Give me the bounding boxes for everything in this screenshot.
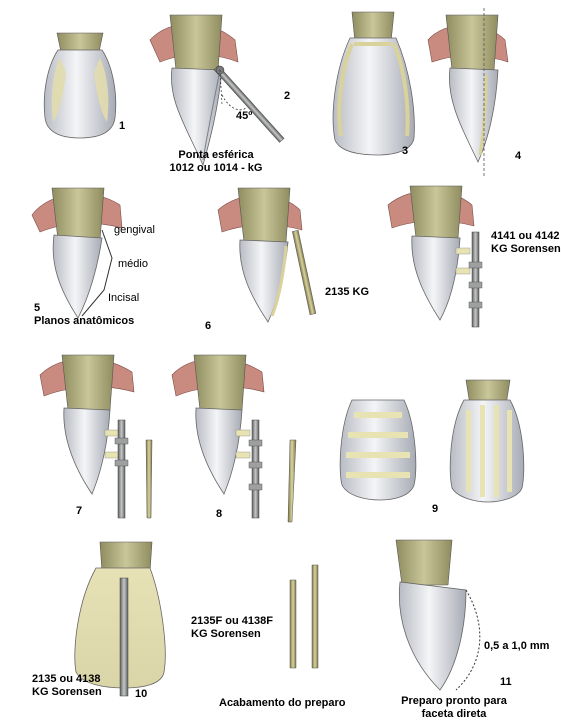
panel-11 bbox=[396, 540, 480, 690]
crown-lateral bbox=[449, 68, 498, 162]
panel-8 bbox=[172, 355, 296, 522]
bur-label-step-7-line2: KG Sorensen bbox=[491, 243, 561, 256]
bur-label-step-2-line2: 1012 ou 1014 - kG bbox=[146, 162, 286, 175]
plane-label-gingival: gengival bbox=[114, 224, 155, 237]
crown-frontal bbox=[333, 38, 414, 155]
bur-4141 bbox=[252, 420, 259, 518]
angle-label: 45º bbox=[236, 110, 252, 123]
crown-lateral bbox=[64, 408, 110, 494]
panel-3 bbox=[333, 12, 414, 155]
plane-label-incisal: Incisal bbox=[108, 292, 139, 305]
separate-bur bbox=[288, 440, 296, 522]
separate-bur bbox=[146, 440, 152, 518]
step-number-11: 11 bbox=[500, 676, 512, 689]
root bbox=[170, 15, 222, 70]
finishing-burs bbox=[290, 565, 318, 668]
step-number-5: 5 bbox=[34, 302, 40, 315]
final-caption-line1: Preparo pronto para bbox=[384, 695, 524, 708]
step-number-8: 8 bbox=[216, 508, 222, 521]
crown-lateral bbox=[53, 235, 102, 318]
planes-caption: Planos anatômicos bbox=[34, 315, 134, 328]
panel-1 bbox=[44, 33, 116, 138]
final-caption-line2: faceta direta bbox=[384, 708, 524, 721]
step-number-7: 7 bbox=[76, 505, 82, 518]
bur-2135 bbox=[292, 230, 316, 314]
panel-9 bbox=[340, 380, 524, 502]
finishing-bur-line1: 2135F ou 4138F bbox=[191, 615, 273, 628]
bur-label-step-10-line1: 2135 ou 4138 bbox=[32, 673, 101, 686]
bur-label-step-10-line2: KG Sorensen bbox=[32, 686, 102, 699]
root-stump bbox=[352, 12, 394, 42]
bur-4141 bbox=[118, 420, 125, 518]
root bbox=[410, 186, 462, 238]
panel-4 bbox=[428, 8, 508, 178]
step-number-10: 10 bbox=[135, 688, 147, 701]
crown-lateral bbox=[412, 236, 460, 320]
crown-vertical bbox=[450, 400, 524, 502]
step-number-1: 1 bbox=[119, 120, 125, 133]
root-stump bbox=[57, 33, 103, 52]
spherical-bur bbox=[214, 66, 284, 143]
root bbox=[62, 355, 114, 410]
step-number-3: 3 bbox=[402, 145, 408, 158]
panel-6 bbox=[218, 188, 316, 322]
root-stump bbox=[100, 542, 152, 572]
finishing-caption: Acabamento do preparo bbox=[219, 697, 346, 710]
bur-label-step-6: 2135 KG bbox=[325, 286, 369, 299]
panel-2 bbox=[150, 15, 284, 165]
plane-label-middle: médio bbox=[118, 258, 148, 271]
bur-label-step-2-line1: Ponta esférica bbox=[146, 149, 286, 162]
step-number-6: 6 bbox=[205, 320, 211, 333]
step-number-9: 9 bbox=[432, 503, 438, 516]
panel-7b bbox=[40, 355, 152, 518]
crown-lateral bbox=[399, 582, 466, 690]
root bbox=[52, 188, 104, 240]
root bbox=[194, 355, 246, 410]
bur-2135 bbox=[120, 578, 128, 696]
step-number-2: 2 bbox=[284, 90, 290, 103]
root bbox=[396, 540, 452, 585]
crown-lateral bbox=[196, 408, 242, 494]
panel-7 bbox=[388, 186, 482, 327]
finishing-bur-line2: KG Sorensen bbox=[191, 628, 261, 641]
step-number-4: 4 bbox=[515, 150, 521, 163]
thickness-label: 0,5 a 1,0 mm bbox=[484, 640, 549, 653]
bur-4141 bbox=[472, 232, 479, 327]
bur-label-step-7-line1: 4141 ou 4142 bbox=[491, 230, 560, 243]
root bbox=[238, 188, 290, 242]
root bbox=[446, 15, 498, 70]
